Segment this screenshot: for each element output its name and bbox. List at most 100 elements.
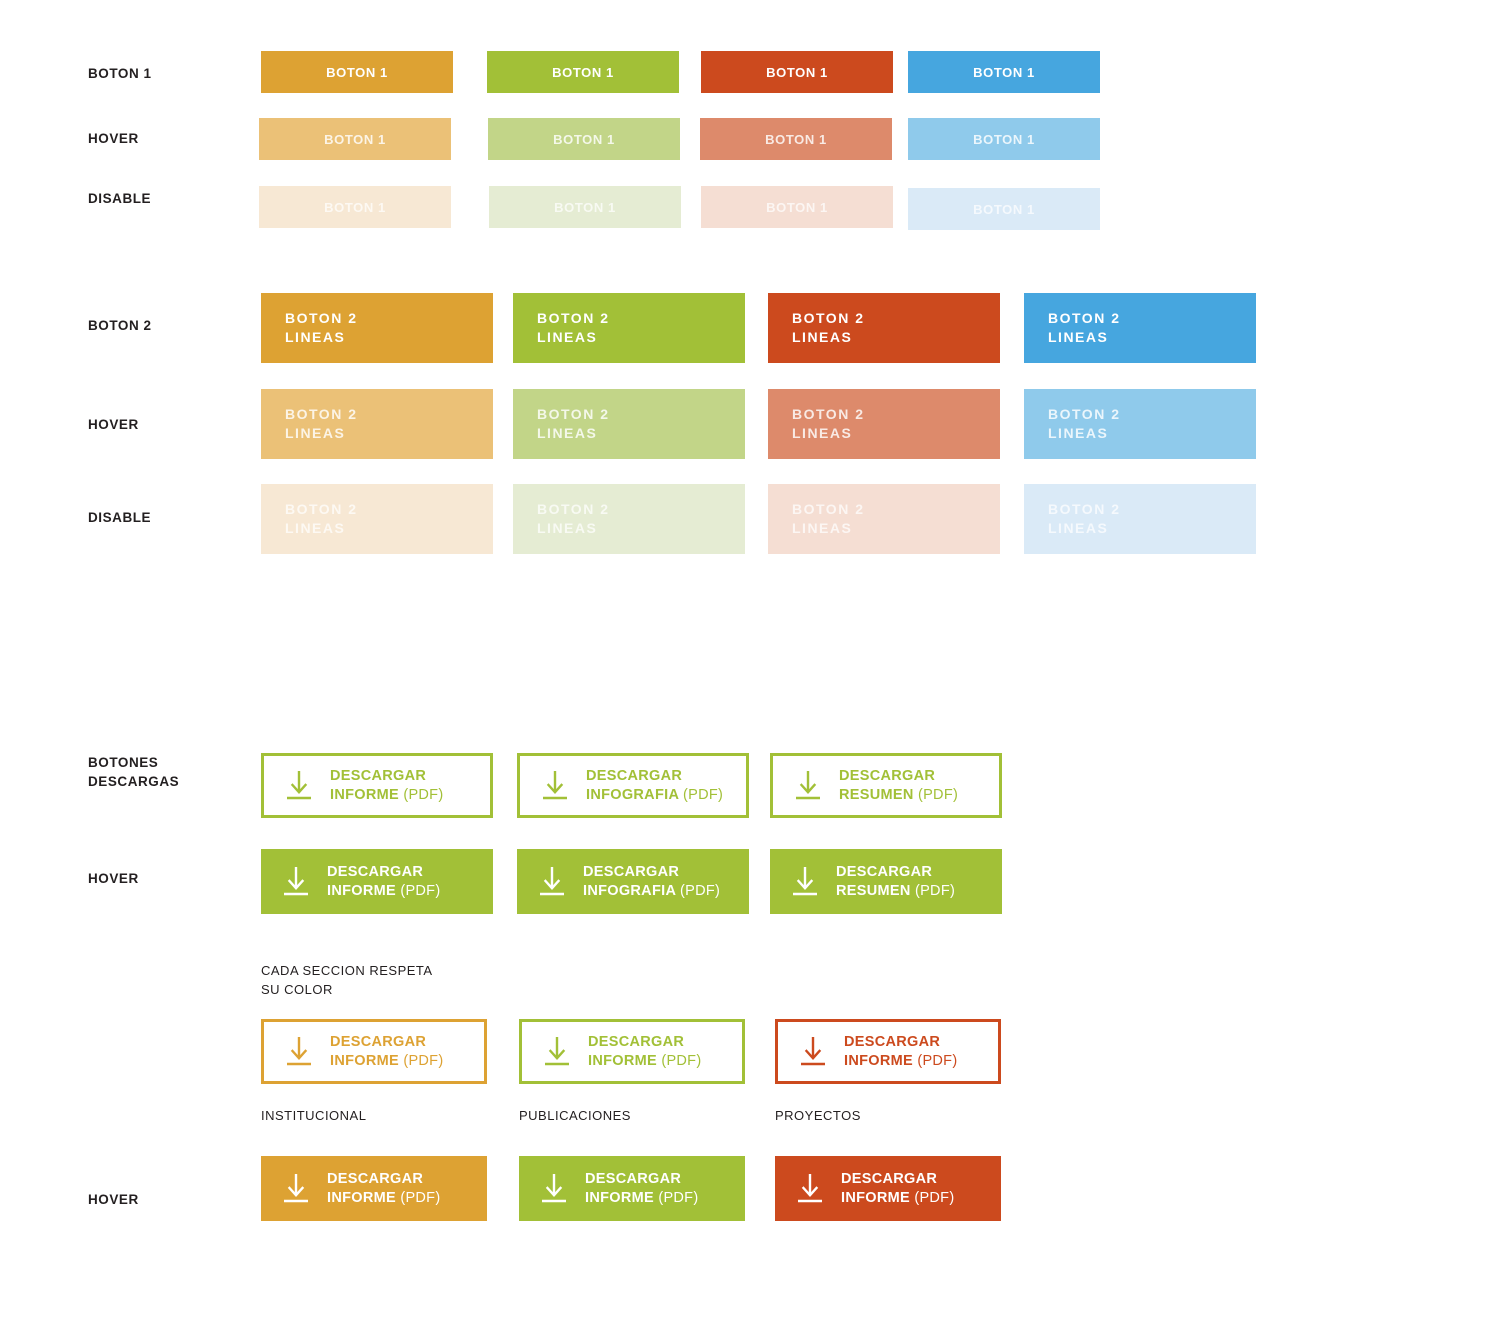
boton1-disable-red: BOTON 1	[701, 186, 893, 228]
download-label-line1: DESCARGAR	[586, 767, 683, 784]
download-label-line1: DESCARGAR	[836, 863, 933, 880]
download-button-proyectos-outline[interactable]: DESCARGAR INFORME (PDF)	[775, 1019, 1001, 1084]
download-button-institucional-hover[interactable]: DESCARGAR INFORME (PDF)	[261, 1156, 487, 1221]
seccion-caption-institucional: INSTITUCIONAL	[261, 1108, 367, 1123]
download-button-resumen-outline[interactable]: DESCARGAR RESUMEN (PDF)	[770, 753, 1002, 818]
download-label-line1: DESCARGAR	[841, 1170, 938, 1187]
download-arrow-icon	[795, 1172, 825, 1206]
boton1-hover-orange[interactable]: BOTON 1	[259, 118, 451, 160]
download-arrow-icon	[281, 1172, 311, 1206]
download-button-label: DESCARGAR INFOGRAFIA (PDF)	[586, 767, 723, 805]
row-label-secciones-hover: HOVER	[88, 1192, 139, 1207]
boton2-disable-red: BOTON 2 LINEAS	[768, 484, 1000, 554]
row-label-botones-descargas: BOTONES DESCARGAS	[88, 755, 180, 789]
download-label-suffix: (PDF)	[917, 786, 959, 803]
download-label-line1: DESCARGAR	[327, 863, 424, 880]
download-label-line1: DESCARGAR	[327, 1170, 424, 1187]
download-label-suffix: (PDF)	[680, 882, 721, 899]
boton1-default-orange[interactable]: BOTON 1	[261, 51, 453, 93]
download-arrow-icon	[281, 865, 311, 899]
boton1-disable-blue: BOTON 1	[908, 188, 1100, 230]
download-label-line1: DESCARGAR	[585, 1170, 682, 1187]
download-label-line2: INFORME	[330, 1052, 399, 1069]
download-button-label: DESCARGAR INFORME (PDF)	[841, 1170, 954, 1208]
boton1-default-green[interactable]: BOTON 1	[487, 51, 679, 93]
download-button-publicaciones-outline[interactable]: DESCARGAR INFORME (PDF)	[519, 1019, 745, 1084]
download-arrow-icon	[540, 769, 570, 803]
download-button-infografia-outline[interactable]: DESCARGAR INFOGRAFIA (PDF)	[517, 753, 749, 818]
seccion-caption-publicaciones: PUBLICACIONES	[519, 1108, 631, 1123]
download-arrow-icon	[793, 769, 823, 803]
download-label-line1: DESCARGAR	[330, 1033, 427, 1050]
download-button-label: DESCARGAR INFORME (PDF)	[327, 863, 440, 901]
download-button-label: DESCARGAR RESUMEN (PDF)	[836, 863, 955, 901]
boton2-default-green[interactable]: BOTON 2 LINEAS	[513, 293, 745, 363]
row-label-boton2-hover: HOVER	[88, 417, 139, 432]
boton2-disable-blue: BOTON 2 LINEAS	[1024, 484, 1256, 554]
download-button-publicaciones-hover[interactable]: DESCARGAR INFORME (PDF)	[519, 1156, 745, 1221]
download-button-institucional-outline[interactable]: DESCARGAR INFORME (PDF)	[261, 1019, 487, 1084]
boton1-disable-green: BOTON 1	[489, 186, 681, 228]
download-label-line2: INFOGRAFIA	[583, 882, 676, 899]
download-arrow-icon	[542, 1035, 572, 1069]
boton1-default-red[interactable]: BOTON 1	[701, 51, 893, 93]
download-button-label: DESCARGAR INFORME (PDF)	[585, 1170, 698, 1208]
download-label-line2: INFORME	[844, 1052, 913, 1069]
row-label-boton2-disable: DISABLE	[88, 510, 152, 525]
boton2-default-red[interactable]: BOTON 2 LINEAS	[768, 293, 1000, 363]
row-label-boton1-disable: DISABLE	[88, 191, 152, 206]
seccion-color-note: CADA SECCION RESPETA SU COLOR	[261, 963, 433, 997]
download-button-label: DESCARGAR INFORME (PDF)	[844, 1033, 957, 1071]
download-arrow-icon	[284, 1035, 314, 1069]
download-arrow-icon	[790, 865, 820, 899]
download-label-line2: RESUMEN	[836, 882, 911, 899]
download-arrow-icon	[539, 1172, 569, 1206]
download-button-infografia-hover[interactable]: DESCARGAR INFOGRAFIA (PDF)	[517, 849, 749, 914]
download-button-label: DESCARGAR INFOGRAFIA (PDF)	[583, 863, 720, 901]
download-label-line2: INFORME	[841, 1189, 910, 1206]
download-label-suffix: (PDF)	[917, 1052, 958, 1069]
boton2-hover-blue[interactable]: BOTON 2 LINEAS	[1024, 389, 1256, 459]
download-button-label: DESCARGAR RESUMEN (PDF)	[839, 767, 958, 805]
boton1-hover-red[interactable]: BOTON 1	[700, 118, 892, 160]
download-arrow-icon	[537, 865, 567, 899]
download-label-suffix: (PDF)	[400, 1189, 441, 1206]
boton2-default-blue[interactable]: BOTON 2 LINEAS	[1024, 293, 1256, 363]
download-label-suffix: (PDF)	[914, 882, 956, 899]
download-label-line2: RESUMEN	[839, 786, 914, 803]
download-arrow-icon	[798, 1035, 828, 1069]
download-label-line2: INFORME	[327, 1189, 396, 1206]
download-label-suffix: (PDF)	[914, 1189, 955, 1206]
boton1-disable-orange: BOTON 1	[259, 186, 451, 228]
download-button-informe-outline[interactable]: DESCARGAR INFORME (PDF)	[261, 753, 493, 818]
download-label-suffix: (PDF)	[403, 786, 444, 803]
download-button-label: DESCARGAR INFORME (PDF)	[330, 767, 443, 805]
boton1-hover-green[interactable]: BOTON 1	[488, 118, 680, 160]
boton2-default-orange[interactable]: BOTON 2 LINEAS	[261, 293, 493, 363]
row-label-boton1: BOTON 1	[88, 66, 152, 81]
boton2-hover-red[interactable]: BOTON 2 LINEAS	[768, 389, 1000, 459]
row-label-boton1-hover: HOVER	[88, 131, 139, 146]
download-button-proyectos-hover[interactable]: DESCARGAR INFORME (PDF)	[775, 1156, 1001, 1221]
boton1-hover-blue[interactable]: BOTON 1	[908, 118, 1100, 160]
boton2-hover-orange[interactable]: BOTON 2 LINEAS	[261, 389, 493, 459]
download-button-informe-hover[interactable]: DESCARGAR INFORME (PDF)	[261, 849, 493, 914]
row-label-descargas-hover: HOVER	[88, 871, 139, 886]
download-button-label: DESCARGAR INFORME (PDF)	[330, 1033, 443, 1071]
download-button-label: DESCARGAR INFORME (PDF)	[588, 1033, 701, 1071]
seccion-caption-proyectos: PROYECTOS	[775, 1108, 861, 1123]
download-button-label: DESCARGAR INFORME (PDF)	[327, 1170, 440, 1208]
download-label-line2: INFORME	[585, 1189, 654, 1206]
download-button-resumen-hover[interactable]: DESCARGAR RESUMEN (PDF)	[770, 849, 1002, 914]
download-label-suffix: (PDF)	[683, 786, 724, 803]
boton2-hover-green[interactable]: BOTON 2 LINEAS	[513, 389, 745, 459]
boton2-disable-green: BOTON 2 LINEAS	[513, 484, 745, 554]
download-label-line1: DESCARGAR	[583, 863, 680, 880]
download-label-line2: INFORME	[327, 882, 396, 899]
download-label-suffix: (PDF)	[658, 1189, 699, 1206]
row-label-boton2: BOTON 2	[88, 318, 152, 333]
boton2-disable-orange: BOTON 2 LINEAS	[261, 484, 493, 554]
boton1-default-blue[interactable]: BOTON 1	[908, 51, 1100, 93]
download-label-line1: DESCARGAR	[839, 767, 936, 784]
